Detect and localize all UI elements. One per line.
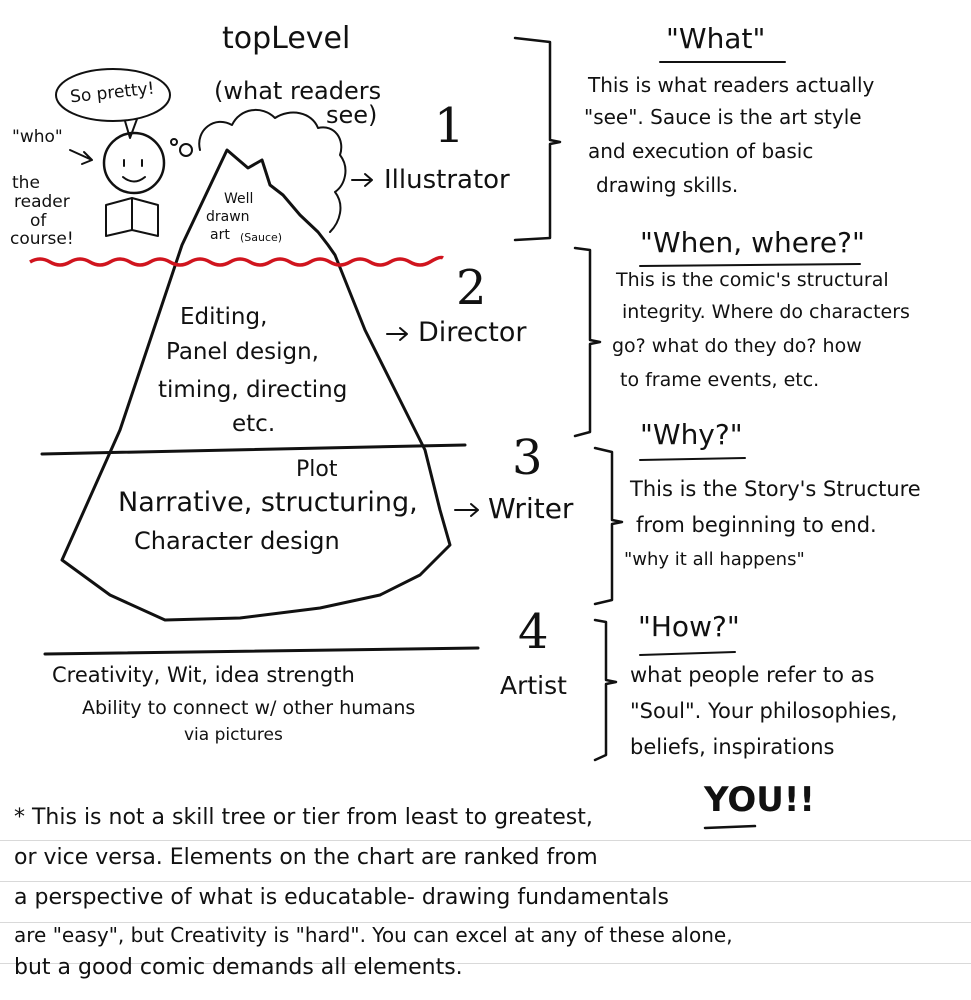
level-1-line-1: This is what readers actually (588, 73, 875, 97)
top-level-title: topLevel (222, 21, 351, 56)
footnote-line-1: * This is not a skill tree or tier from … (14, 805, 593, 830)
bracket-1 (513, 36, 562, 242)
thought-bubble-small (170, 138, 178, 146)
base-label-1: Creativity, Wit, idea strength (52, 663, 355, 687)
level-1-number: 1 (434, 98, 465, 154)
reader-label-2: reader (14, 192, 70, 212)
level-3-role: Writer (488, 492, 574, 525)
tip-label-sauce: (Sauce) (240, 231, 283, 244)
tip-label-2: drawn (206, 209, 250, 225)
arrow-director (386, 327, 408, 341)
level-2-role: Director (418, 317, 527, 348)
tip-label-1: Well (224, 191, 254, 207)
divider-line-3-4 (43, 646, 480, 656)
figure-head (102, 131, 166, 195)
iceberg-outline (60, 148, 452, 622)
level-1-line-3: and execution of basic (588, 139, 814, 163)
level-2-line-4: to frame events, etc. (620, 369, 820, 391)
ruled-paper-lines (0, 800, 971, 1000)
level-1-role: Illustrator (384, 165, 510, 195)
top-level-subtitle-2: see) (326, 101, 378, 129)
base-label-3: via pictures (184, 725, 283, 745)
thought-cloud (198, 109, 347, 233)
level-1-question: "What" (666, 22, 766, 55)
arrow-writer (454, 503, 479, 517)
bracket-2 (573, 246, 602, 438)
low-label-1: Narrative, structuring, (118, 487, 418, 518)
level-1-line-4: drawing skills. (596, 173, 739, 197)
reader-label-1: the (12, 173, 40, 193)
level-3-question: "Why?" (640, 418, 743, 451)
waterline (29, 255, 444, 267)
level-2-question: "When, where?" (640, 226, 865, 259)
bracket-3 (593, 446, 624, 606)
mid-label-1: Editing, (180, 304, 268, 330)
mid-label-4: etc. (232, 411, 276, 437)
level-1-line-2: "see". Sauce is the art style (584, 105, 862, 129)
footnote-line-4: are "easy", but Creativity is "hard". Yo… (14, 923, 733, 947)
level-4-role: Artist (500, 671, 567, 700)
level-3-line-3: "why it all happens" (624, 549, 805, 570)
level-3-line-2: from beginning to end. (636, 513, 877, 537)
level-3-number: 3 (512, 430, 543, 486)
you-label: YOU!! (704, 780, 815, 820)
arrow-illustrator (351, 173, 373, 187)
low-label-plot: Plot (296, 457, 338, 482)
mid-label-2: Panel design, (166, 339, 319, 365)
level-4-line-3: beliefs, inspirations (630, 735, 835, 759)
tip-label-3: art (210, 227, 230, 243)
level-4-question: "How?" (638, 610, 740, 643)
level-2-line-1: This is the comic's structural (616, 269, 889, 291)
level-2-line-2: integrity. Where do characters (622, 301, 910, 323)
level-2-number: 2 (456, 260, 487, 316)
base-label-2: Ability to connect w/ other humans (82, 697, 416, 719)
thought-bubble-large (179, 143, 193, 157)
footnote-line-5: but a good comic demands all elements. (14, 955, 463, 980)
who-label: "who" (12, 127, 63, 147)
mid-label-3: timing, directing (158, 377, 348, 403)
figure-book (105, 197, 159, 237)
level-3-line-1: This is the Story's Structure (630, 477, 921, 501)
speech-bubble (55, 68, 171, 122)
low-label-2: Character design (134, 527, 340, 555)
footnote-line-3: a perspective of what is educatable- dra… (14, 885, 670, 910)
reader-label-4: course! (10, 229, 74, 249)
reader-label-3: of (30, 211, 47, 231)
top-level-subtitle-1: (what readers (214, 77, 382, 105)
level-4-number: 4 (518, 604, 549, 660)
level-4-line-1: what people refer to as (630, 663, 875, 687)
level-4-line-2: "Soul". Your philosophies, (630, 699, 898, 723)
footnote-line-2: or vice versa. Elements on the chart are… (14, 845, 598, 870)
divider-line-2-3 (40, 443, 467, 456)
level-2-line-3: go? what do they do? how (612, 335, 862, 357)
bracket-4 (593, 618, 618, 762)
